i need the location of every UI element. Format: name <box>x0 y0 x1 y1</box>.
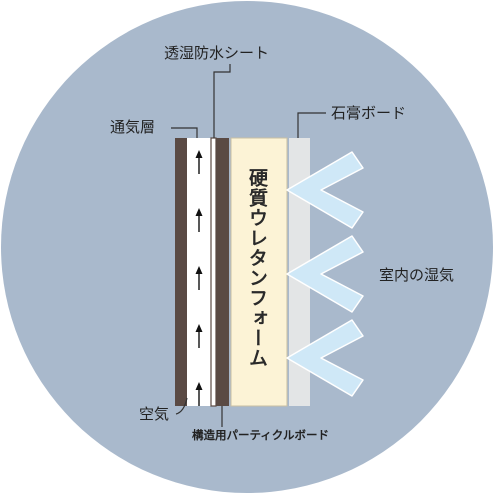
structural-particle-board <box>216 138 229 406</box>
gypsum-board-label: 石膏ボード <box>331 104 407 122</box>
outer-cladding-panel <box>175 138 187 406</box>
up-arrow-icon <box>195 382 203 406</box>
chevron-arrow-icon <box>286 151 364 229</box>
membrane-label: 透湿防水シート <box>164 44 270 62</box>
chevron-arrow-icon <box>286 235 364 313</box>
membrane-leader-line <box>213 64 231 138</box>
air-flow-arrows <box>195 150 203 406</box>
gypsum-leader-line <box>297 112 326 138</box>
ventilation-layer-label: 通気層 <box>110 118 156 136</box>
up-arrow-icon <box>195 208 203 232</box>
ventilation-leader-line <box>171 127 198 138</box>
waterproof-membrane <box>210 137 217 407</box>
up-arrow-icon <box>195 266 203 290</box>
urethane-foam-label: 硬質ウレタンフォーム <box>246 168 268 368</box>
moisture-arrows <box>286 151 364 397</box>
indoor-humidity-label: 室内の湿気 <box>379 266 455 284</box>
air-leader-line <box>175 397 188 415</box>
chevron-arrow-icon <box>286 319 364 397</box>
up-arrow-icon <box>195 150 203 174</box>
urethane-foam-layer <box>230 137 288 407</box>
up-arrow-icon <box>195 324 203 348</box>
air-label: 空気 <box>139 405 170 423</box>
particle-board-label: 構造用パーティクルボード <box>192 428 329 442</box>
